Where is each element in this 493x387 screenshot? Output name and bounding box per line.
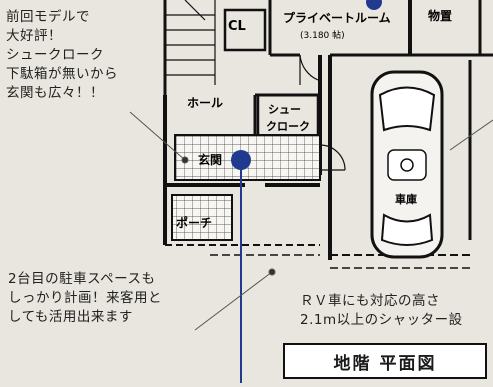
garage-label: 車庫: [395, 192, 417, 206]
house-outline: [163, 0, 493, 269]
marker-dot-top: [366, 0, 382, 10]
leader-lines: [129, 111, 493, 331]
shoe-cloak-label-1: シュー: [268, 103, 301, 116]
storage-label: 物置: [428, 8, 452, 23]
car-icon: [370, 70, 444, 259]
note-shutter-height: ＲＶ車にも対応の高さ 2.1m以上のシャッター設: [300, 293, 463, 328]
note-second-parking: 2台目の駐車スペースも しっかり計画！来客用と しても活用出来ます: [8, 271, 162, 325]
private-room-size: (3.180 帖): [300, 29, 345, 41]
note-shoe-cloak: 前回モデルで 大好評！ シュークローク 下駄箱が無いから 玄関も広々！！: [6, 9, 118, 101]
floor-plan-caption: 地階 平面図: [283, 343, 487, 379]
cl-label: CL: [228, 19, 246, 34]
private-room-label: プライベートルーム: [283, 10, 391, 25]
hall-label: ホール: [187, 96, 223, 110]
shoe-cloak-label-2: クローク: [266, 120, 310, 133]
entrance-label: 玄関: [198, 152, 222, 167]
porch-label: ポーチ: [176, 215, 212, 230]
